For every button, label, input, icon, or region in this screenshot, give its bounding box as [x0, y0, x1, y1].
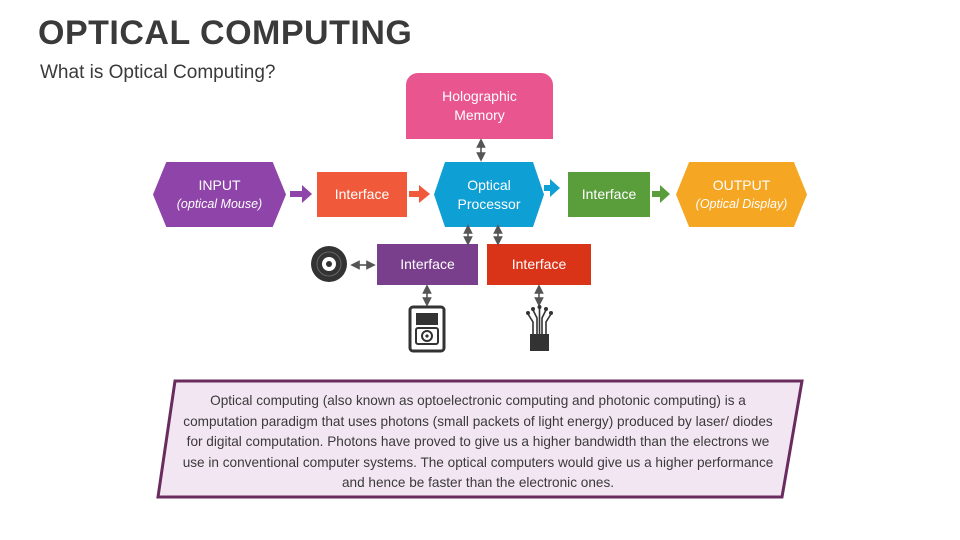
memory-label-line2: Memory — [454, 107, 505, 123]
processor-label-line1: Optical — [467, 176, 511, 193]
optical-processor-hexagon: Optical Processor — [434, 162, 544, 227]
optical-drive-icon — [408, 305, 446, 353]
arrow-interface-to-output — [652, 185, 670, 203]
interface-left-label: Interface — [334, 186, 390, 202]
processor-label-line2: Processor — [457, 195, 521, 212]
page-subtitle: What is Optical Computing? — [40, 62, 276, 83]
output-sublabel: (Optical Display) — [695, 196, 788, 211]
input-label: INPUT — [198, 176, 241, 193]
page-title: OPTICAL COMPUTING — [38, 14, 413, 52]
output-label: OUTPUT — [712, 176, 771, 193]
interface-bottom-right-box: Interface — [487, 244, 591, 285]
interface-left-box: Interface — [317, 172, 407, 217]
description-frame — [156, 379, 804, 499]
arrow-processor-to-interface — [544, 179, 560, 197]
input-sublabel: (optical Mouse) — [176, 196, 263, 211]
interface-bottom-right-label: Interface — [511, 256, 567, 272]
holographic-memory-box: Holographic Memory — [406, 73, 553, 139]
interface-bottom-left-label: Interface — [400, 256, 455, 272]
memory-label-line1: Holographic — [442, 88, 517, 104]
description-text: Optical computing (also known as optoele… — [182, 393, 774, 491]
fiber-optic-icon — [526, 305, 553, 351]
input-hexagon: INPUT (optical Mouse) — [153, 162, 286, 227]
arrow-input-to-interface — [290, 185, 312, 203]
arrow-interface-to-processor — [409, 185, 430, 203]
interface-right-label: Interface — [581, 186, 637, 202]
interface-right-box: Interface — [568, 172, 650, 217]
output-hexagon: OUTPUT (Optical Display) — [676, 162, 807, 227]
interface-bottom-left-box: Interface — [377, 244, 478, 285]
optical-disc-icon — [311, 246, 347, 282]
